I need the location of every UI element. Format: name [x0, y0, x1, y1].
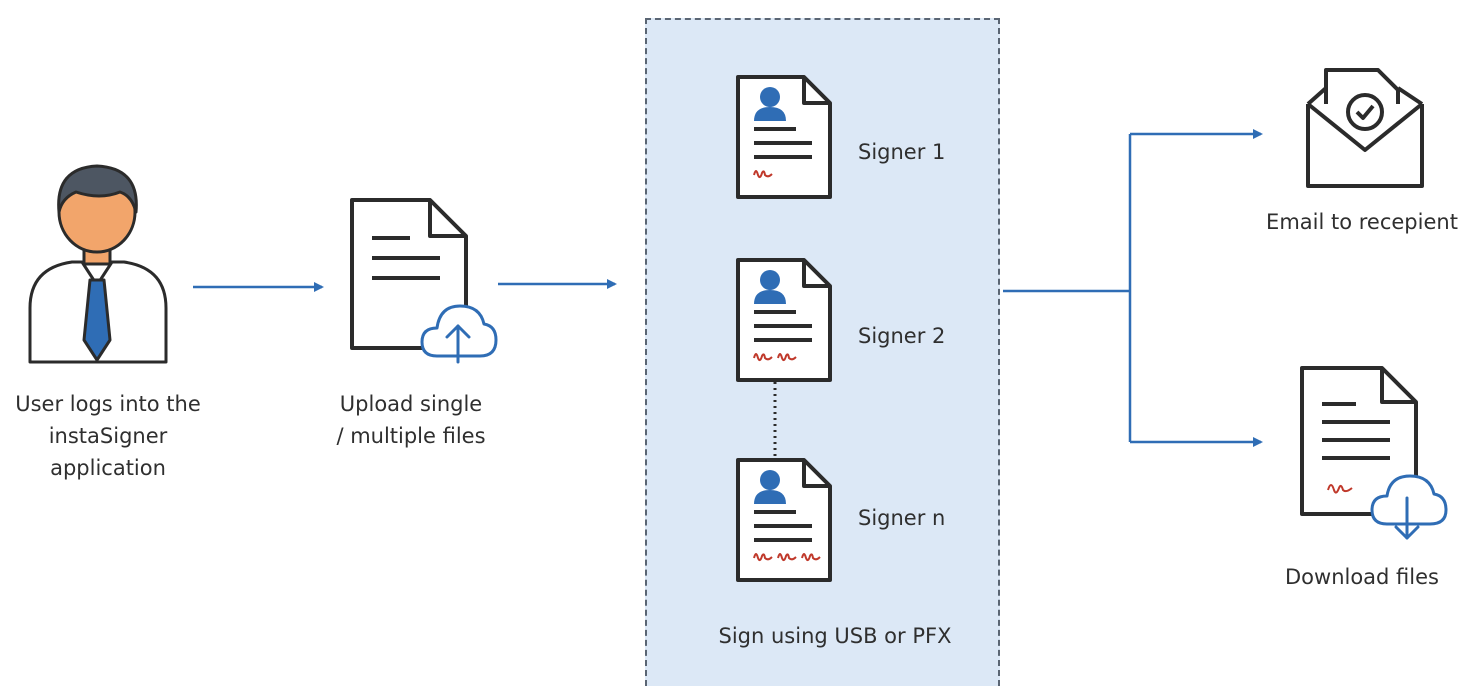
person-icon [754, 270, 786, 304]
email-envelope-icon [1306, 68, 1424, 188]
signer-document-icon [736, 258, 832, 382]
cloud-download-icon [1370, 474, 1448, 540]
upload-label-line: Upload single [339, 392, 483, 416]
signer-document-icon [736, 458, 832, 582]
upload-step-label: Upload single / multiple files [318, 388, 504, 452]
person-icon [754, 87, 786, 121]
login-label-line: User logs into the [15, 392, 201, 416]
signer-n-label: Signer n [858, 506, 946, 530]
sign-method-caption: Sign using USB or PFX [718, 624, 952, 648]
signer-document-icon [736, 75, 832, 199]
person-icon [754, 470, 786, 504]
signature-mark [753, 353, 773, 362]
signature-mark [753, 553, 773, 562]
login-label-line: application [50, 456, 166, 480]
signature-mark [1327, 484, 1353, 494]
download-file-icon [1300, 366, 1418, 516]
signature-mark [801, 553, 821, 562]
signer-2-label: Signer 2 [858, 324, 946, 348]
email-output-label: Email to recepient [1266, 210, 1458, 234]
signature-mark [753, 170, 773, 179]
signature-mark [777, 553, 797, 562]
login-step-label: User logs into the instaSigner applicati… [0, 388, 216, 484]
login-label-line: instaSigner [48, 424, 168, 448]
cloud-upload-icon [420, 304, 498, 364]
download-output-label: Download files [1285, 565, 1439, 589]
user-avatar-icon [28, 164, 168, 364]
signer-1-label: Signer 1 [858, 140, 946, 164]
upload-label-line: / multiple files [336, 424, 486, 448]
upload-file-icon [350, 198, 468, 350]
signature-mark [777, 353, 797, 362]
